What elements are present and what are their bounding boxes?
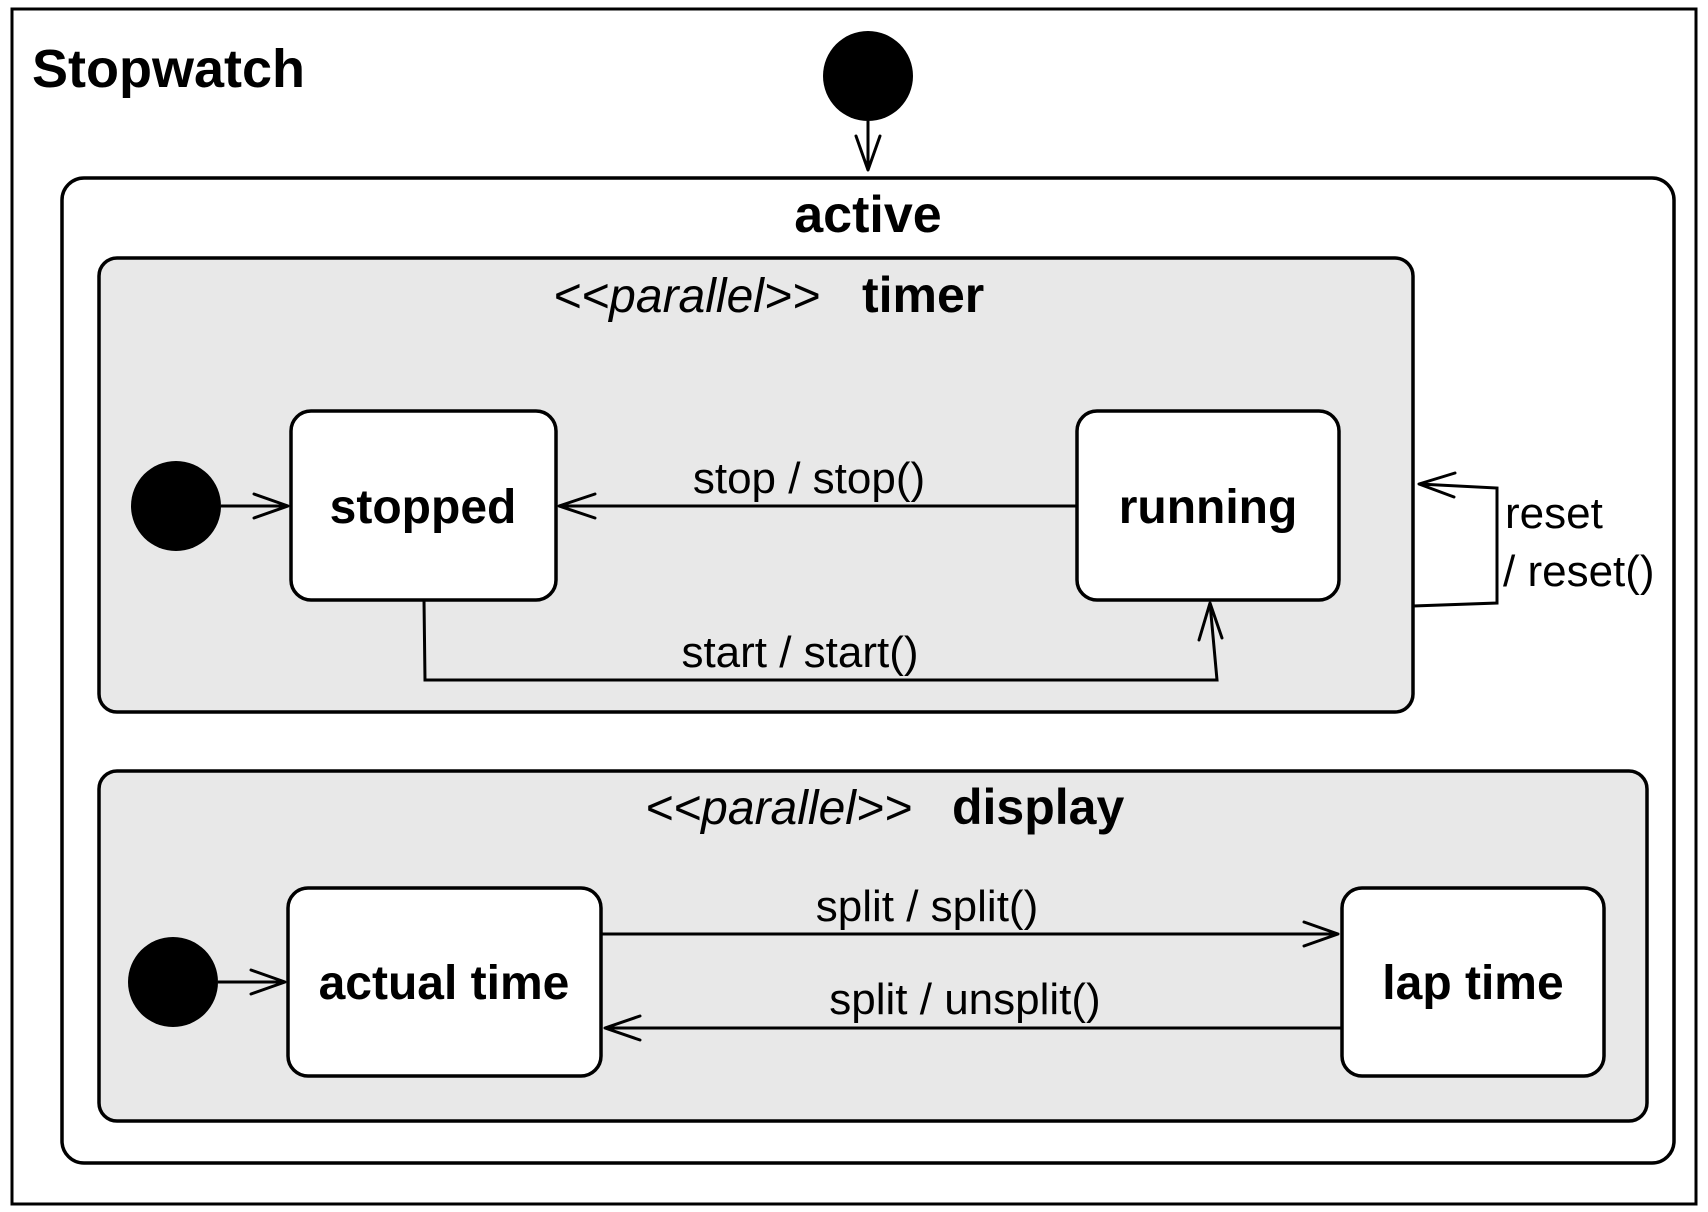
display-initial-node: [128, 937, 218, 1027]
top-initial-node: [823, 31, 913, 121]
display-initial-arrowhead: [249, 968, 287, 996]
transition-reset-arrowhead: [1417, 471, 1457, 499]
timer-stereotype: <<parallel>>: [553, 270, 820, 323]
transition-stop-label: stop / stop(): [693, 454, 925, 503]
display-region-name: display: [952, 779, 1124, 835]
state-lap-time-label: lap time: [1382, 957, 1563, 1010]
transition-start: [422, 599, 1219, 682]
transition-start-label: start / start(): [681, 628, 918, 677]
timer-initial-arrowhead: [252, 492, 290, 520]
top-initial-arrowhead: [854, 134, 882, 172]
transition-split-arrowhead: [1302, 920, 1340, 948]
timer-region-name: timer: [862, 267, 984, 323]
state-stopped: [289, 409, 558, 602]
transition-reset: [1412, 482, 1499, 608]
state-stopped-label: stopped: [330, 481, 517, 534]
timer-initial-node: [131, 461, 221, 551]
active-state-label: active: [794, 186, 941, 244]
transition-unsplit-arrowhead: [603, 1014, 642, 1042]
transition-unsplit-label: split / unsplit(): [829, 975, 1100, 1024]
display-stereotype: <<parallel>>: [645, 782, 912, 835]
stopwatch-title: Stopwatch: [32, 39, 305, 99]
transition-split-label: split / split(): [816, 882, 1038, 931]
state-lap-time: [1340, 886, 1606, 1078]
transition-stop-arrowhead: [557, 492, 597, 520]
transition-reset-label-line2: / reset(): [1503, 547, 1655, 596]
state-running-label: running: [1119, 481, 1298, 534]
transition-start-arrowhead: [1197, 601, 1224, 642]
transition-reset-label-line1: reset: [1505, 489, 1603, 538]
state-actual-time: [286, 886, 603, 1078]
state-actual-time-label: actual time: [319, 957, 570, 1010]
